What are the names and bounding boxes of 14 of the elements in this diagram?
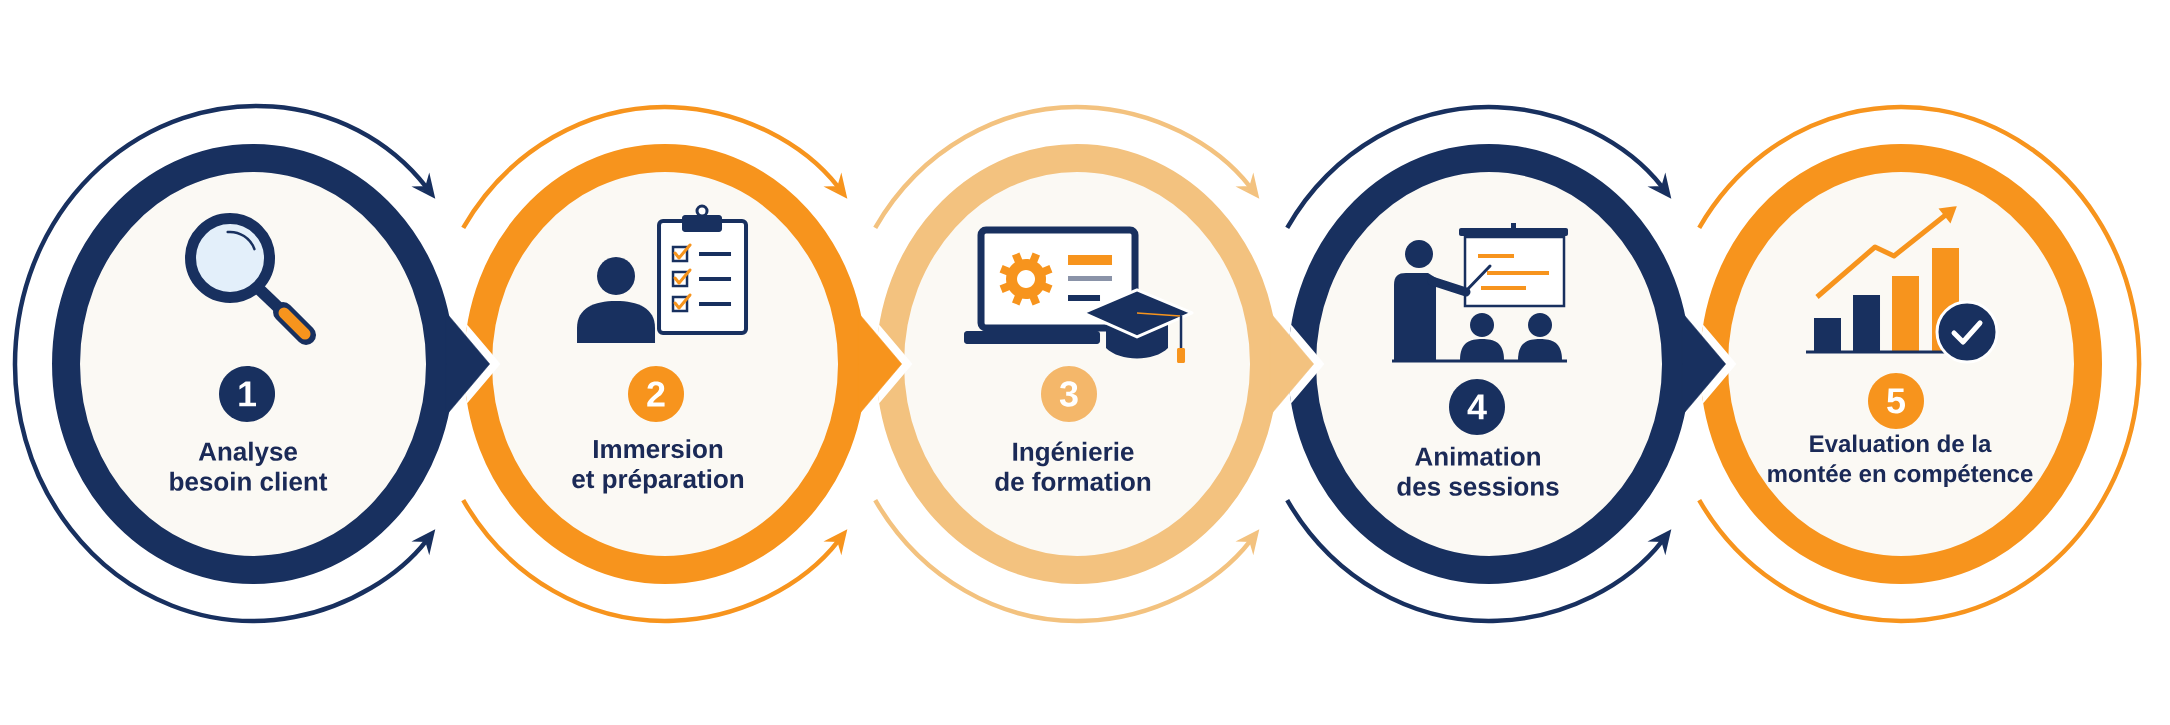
number-badge: 5 [1868, 373, 1924, 429]
number-badge: 3 [1041, 366, 1097, 422]
step-label: Evaluation de la montée en compétence [1768, 434, 2033, 487]
number-badge: 4 [1449, 379, 1505, 435]
step-label: Immersion et préparation [572, 439, 744, 494]
step-circle [1700, 144, 2102, 584]
arrow [857, 312, 902, 416]
step-label: Analyse besoin client [170, 441, 328, 491]
arrow [1681, 312, 1726, 416]
step-label: Animation des sessions [1397, 446, 1559, 496]
number-badge: 1 [219, 366, 275, 422]
number-badge: 2 [628, 366, 684, 422]
step-label: Ingénierie de formation [995, 441, 1151, 491]
arrow [445, 312, 490, 416]
